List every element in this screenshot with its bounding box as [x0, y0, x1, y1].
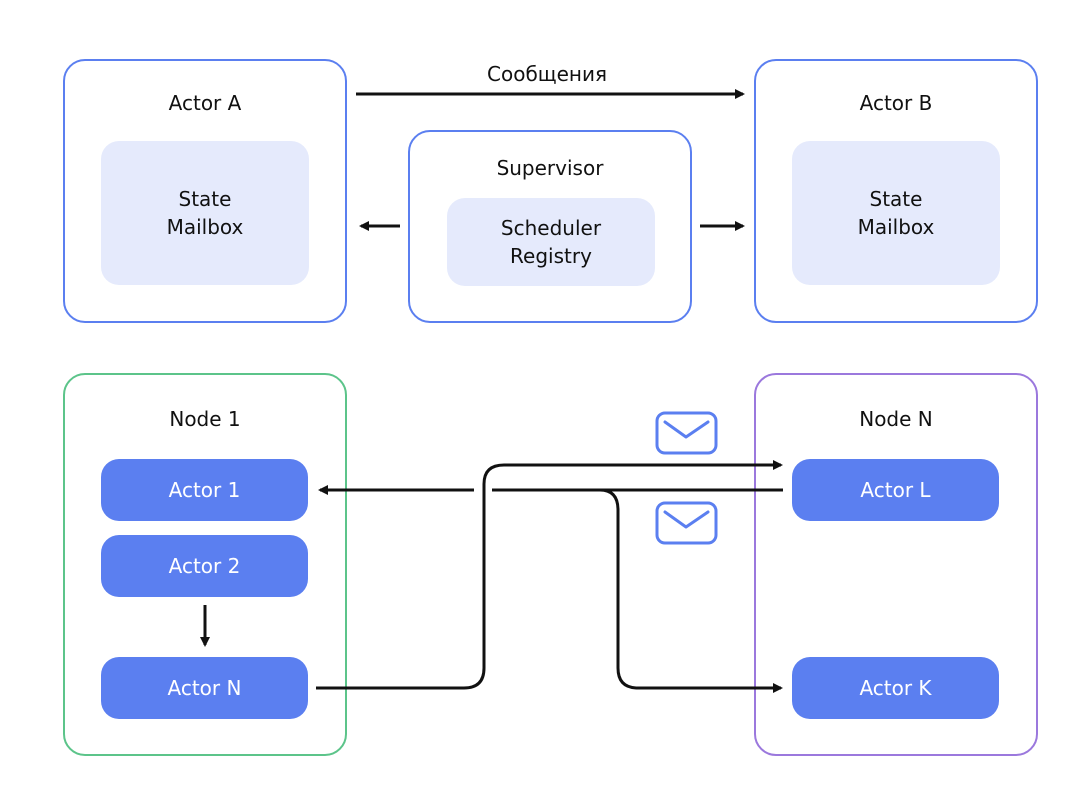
messages-label: Сообщения: [487, 62, 608, 86]
actor-b-title: Actor B: [859, 91, 933, 115]
actor-a-mailbox-label: Mailbox: [166, 215, 244, 239]
node-1-title: Node 1: [169, 407, 241, 431]
envelope-icon: [655, 501, 718, 545]
actor-a-title: Actor A: [168, 91, 242, 115]
actor-b-box: Actor B State Mailbox: [754, 59, 1038, 323]
scheduler-label: Scheduler: [500, 216, 602, 240]
actor-k-pill: Actor K: [792, 657, 999, 719]
actor-n-to-actor-l-arrow: [316, 460, 783, 690]
node-n-title: Node N: [859, 407, 933, 431]
actor-l-pill: Actor L: [792, 459, 999, 521]
supervisor-scheduler-panel: Scheduler Registry: [447, 198, 655, 286]
actor-l-to-actor-k-arrow: [599, 488, 783, 693]
supervisor-title: Supervisor: [496, 156, 604, 180]
actor-a-state-label: State: [178, 187, 232, 211]
actor-1-pill: Actor 1: [101, 459, 308, 521]
actor-b-mailbox-label: Mailbox: [857, 215, 935, 239]
actor-2-pill: Actor 2: [101, 535, 308, 597]
actor-b-state-label: State: [869, 187, 923, 211]
registry-label: Registry: [510, 244, 592, 268]
actor-b-state-panel: State Mailbox: [792, 141, 1000, 285]
actor-n-pill: Actor N: [101, 657, 308, 719]
envelope-icon: [655, 411, 718, 455]
actor-a-box: Actor A State Mailbox: [63, 59, 347, 323]
actor-a-state-panel: State Mailbox: [101, 141, 309, 285]
supervisor-box: Supervisor Scheduler Registry: [408, 130, 692, 323]
